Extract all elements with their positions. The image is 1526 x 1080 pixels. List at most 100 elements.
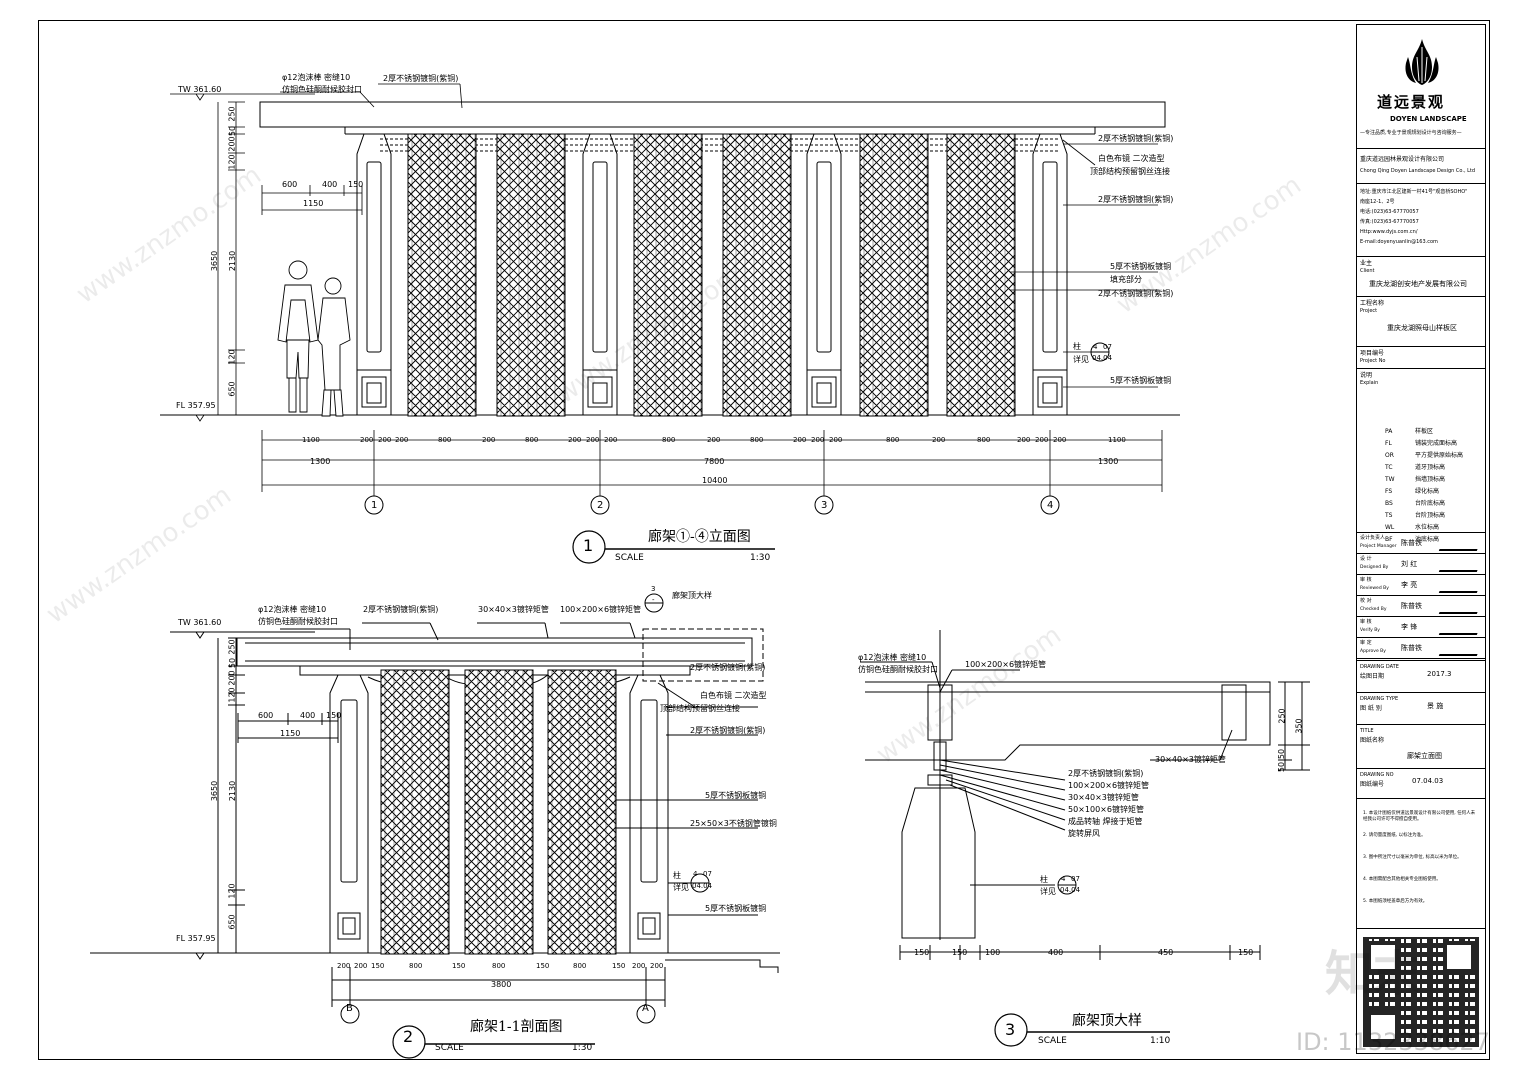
det-ref-num: 4 [1061, 875, 1066, 883]
elev-dim2-2: 1300 [1098, 457, 1119, 466]
dimension-label: 200 [811, 436, 825, 444]
pergola-column [356, 133, 392, 416]
sect-vdim-5: 3650 [210, 780, 220, 802]
address-line: 南座12-1、2号 [1360, 199, 1395, 205]
signoff-name: 陈普铁 [1401, 539, 1422, 547]
signoff-name: 陈普铁 [1401, 602, 1422, 610]
notes-area: 1. 本设计图纸仅供道远景观设计有限公司使用, 任何人未经我公司许可不得擅自使用… [1357, 799, 1485, 929]
dimension-label: 1100 [302, 436, 320, 444]
det-hdim-5: 150 [1238, 948, 1254, 957]
title-area: TITLE 图纸名称 廊架立面图 [1357, 725, 1485, 769]
note-line: 5. 本图纸须经盖章后方为有效。 [1363, 899, 1428, 904]
sect-title-number: 2 [403, 1027, 414, 1046]
elev-tw-level: TW 361.60 [178, 85, 222, 94]
det-vdim-1: 350 [1294, 718, 1304, 734]
elev-vdim-6: 120 [227, 349, 237, 365]
det-hdim-0: 150 [914, 948, 930, 957]
legend-code: OR [1385, 452, 1394, 459]
dimension-label: 200 [1017, 436, 1031, 444]
project-label-en: Project [1360, 308, 1378, 314]
elev-vdim-1: 50 [228, 125, 238, 137]
det-callout-0: φ12泡沫棒 密缝10 [858, 653, 927, 662]
signature-icon [1438, 560, 1482, 572]
top-detail-drawing [860, 630, 1310, 1047]
project-no-area: 项目编号 Project No [1357, 347, 1485, 369]
dimension-label: 200 [360, 436, 374, 444]
det-hdim-3: 400 [1048, 948, 1064, 957]
det-vdim-0: 250 [1277, 708, 1287, 724]
lattice-screen-panel [496, 133, 566, 417]
legend-code: TS [1385, 512, 1393, 519]
note-line: 1. 本设计图纸仅供道远景观设计有限公司使用, 任何人未经我公司许可不得擅自使用… [1363, 811, 1476, 822]
address-line: E-mail:doyenyuanlin@163.com [1360, 239, 1438, 245]
det-scale-value: 1:10 [1150, 1036, 1171, 1046]
signature-icon [1438, 539, 1482, 551]
flame-logo-icon [1405, 39, 1439, 85]
lattice-screen-panel [547, 669, 617, 955]
legend-desc: 水位标高 [1415, 524, 1440, 531]
date-label: DRAWING DATE [1360, 664, 1399, 670]
elevation-drawing [160, 83, 1180, 564]
dimension-label: 200 [378, 436, 392, 444]
sect-vdim-6: 120 [227, 883, 237, 899]
note-line: 4. 本图需配合其他相关专业图纸使用。 [1363, 877, 1441, 882]
elev-fl-level: FL 357.95 [176, 401, 216, 410]
logo-cn: 道远景观 [1377, 93, 1446, 111]
client-label-en: Client [1360, 268, 1375, 274]
det-hdim-4: 450 [1158, 948, 1174, 957]
elev-callout-r1: 白色布镜 二次造型 [1098, 154, 1165, 163]
signoff-role-en: Approve By [1360, 649, 1386, 654]
dimension-label: 200 [1035, 436, 1049, 444]
title-value: 廊架立面图 [1407, 752, 1442, 760]
sect-hdim-0: 600 [258, 711, 274, 720]
watermark-id: ID: 1132338627 [1296, 1028, 1490, 1056]
det-vdim-3: 50 [1277, 761, 1287, 773]
elev-callout-r9: 5厚不锈钢板镀铜 [1110, 376, 1172, 385]
dimension-label: 200 [829, 436, 843, 444]
section-drawing [90, 593, 780, 1059]
det-hdim-1: 150 [952, 948, 968, 957]
type-label-cn: 图 纸 别 [1360, 705, 1382, 712]
det-title-number: 3 [1005, 1020, 1016, 1039]
company-area: 重庆道远园林景观设计有限公司 Chong Qing Doyen Landscap… [1357, 149, 1485, 184]
elev-axis-3: 3 [821, 500, 828, 511]
elev-axis-1: 1 [371, 500, 378, 511]
signoff-role-en: Checked By [1360, 607, 1387, 612]
det-callout-1: 仿铜色硅酮耐候胶封口 [858, 665, 938, 674]
sect-vdim-3: 120 [227, 687, 237, 703]
sect-vdim-2: 200 [227, 670, 237, 686]
sect-axis-b: B [346, 1003, 353, 1014]
sect-callout-r0: 2厚不锈钢镀铜(紫铜) [690, 663, 766, 672]
elev-hdim-3: 1150 [303, 199, 324, 208]
legend-code: TC [1385, 464, 1393, 471]
signoff-role-en: Verify By [1360, 628, 1380, 633]
sect-callout-r2: 顶部结构预留钢丝连接 [660, 704, 740, 713]
note-line: 2. 请勿量度图纸, 以标注为准。 [1363, 833, 1426, 838]
legend-desc: 绿化标高 [1415, 488, 1440, 495]
elev-callout-see: 详见 [1073, 355, 1089, 364]
sect-fl-level: FL 357.95 [176, 934, 216, 943]
sect-callout-col: 柱 [673, 871, 681, 880]
signoff-role-en: Project Manager [1360, 544, 1397, 549]
drawing-no-area: DRAWING NO 图纸编号 07.04.03 [1357, 769, 1485, 799]
sect-vdim-4: 2130 [228, 780, 238, 802]
title-label-cn: 图纸名称 [1360, 737, 1385, 744]
dimension-label: 200 [793, 436, 807, 444]
elev-vdim-5: 3650 [210, 250, 220, 272]
sect-callout-r3: 2厚不锈钢镀铜(紫铜) [690, 726, 766, 735]
elev-vdim-2: 200 [227, 136, 237, 152]
sect-ref-page: 04.04 [692, 882, 713, 890]
drawing-no-label-cn: 图纸编号 [1360, 781, 1385, 788]
legend-desc: 池底标高 [1415, 536, 1440, 543]
dimension-label: 200 [707, 436, 721, 444]
elev-ref-num: 4 [1093, 343, 1098, 351]
logo-en: DOYEN LANDSCAPE [1390, 115, 1467, 123]
elev-axis-2: 2 [597, 500, 604, 511]
company-en: Chong Qing Doyen Landscape Design Co., L… [1360, 168, 1476, 174]
elev-vdim-7: 650 [227, 381, 237, 397]
dimension-label: 200 [1053, 436, 1067, 444]
det-scale-label: SCALE [1038, 1036, 1067, 1046]
det-ref-page: 04.04 [1060, 886, 1081, 894]
dimension-label: 200 [586, 436, 600, 444]
signature-icon [1438, 644, 1482, 656]
